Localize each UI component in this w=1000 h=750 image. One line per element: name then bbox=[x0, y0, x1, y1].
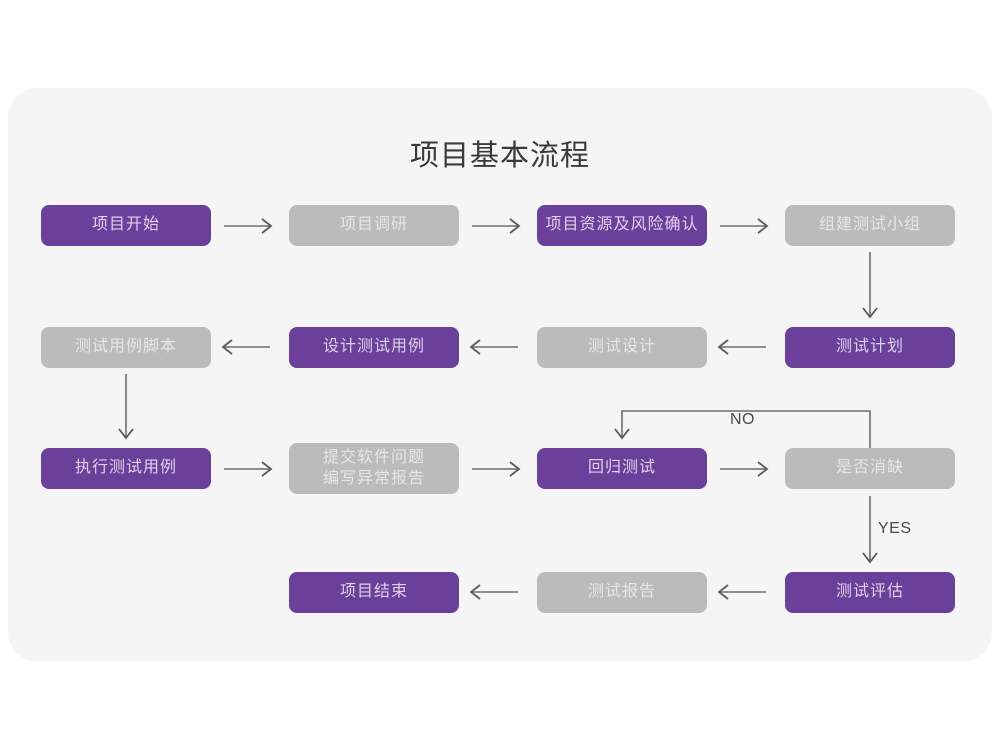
page-title: 项目基本流程 bbox=[409, 140, 590, 172]
node-regression-test[interactable]: 回归测试 bbox=[537, 448, 707, 489]
node-design-test-cases[interactable]: 设计测试用例 bbox=[289, 327, 459, 368]
diagram-card bbox=[8, 88, 992, 662]
node-test-design[interactable]: 测试设计 bbox=[537, 327, 707, 368]
node-test-evaluation[interactable]: 测试评估 bbox=[785, 572, 955, 613]
node-project-start[interactable]: 项目开始 bbox=[41, 205, 211, 246]
node-resource-risk-confirm[interactable]: 项目资源及风险确认 bbox=[537, 205, 707, 246]
node-test-plan[interactable]: 测试计划 bbox=[785, 327, 955, 368]
node-project-research[interactable]: 项目调研 bbox=[289, 205, 459, 246]
node-project-end[interactable]: 项目结束 bbox=[289, 572, 459, 613]
edge-label-yes: YES bbox=[878, 520, 912, 537]
edge-label-no: NO bbox=[730, 411, 755, 428]
node-form-test-team[interactable]: 组建测试小组 bbox=[785, 205, 955, 246]
node-execute-test-cases[interactable]: 执行测试用例 bbox=[41, 448, 211, 489]
node-test-case-script[interactable]: 测试用例脚本 bbox=[41, 327, 211, 368]
node-defects-cleared[interactable]: 是否消缺 bbox=[785, 448, 955, 489]
node-test-report[interactable]: 测试报告 bbox=[537, 572, 707, 613]
node-submit-issues-report[interactable]: 提交软件问题 编写异常报告 bbox=[289, 443, 459, 494]
